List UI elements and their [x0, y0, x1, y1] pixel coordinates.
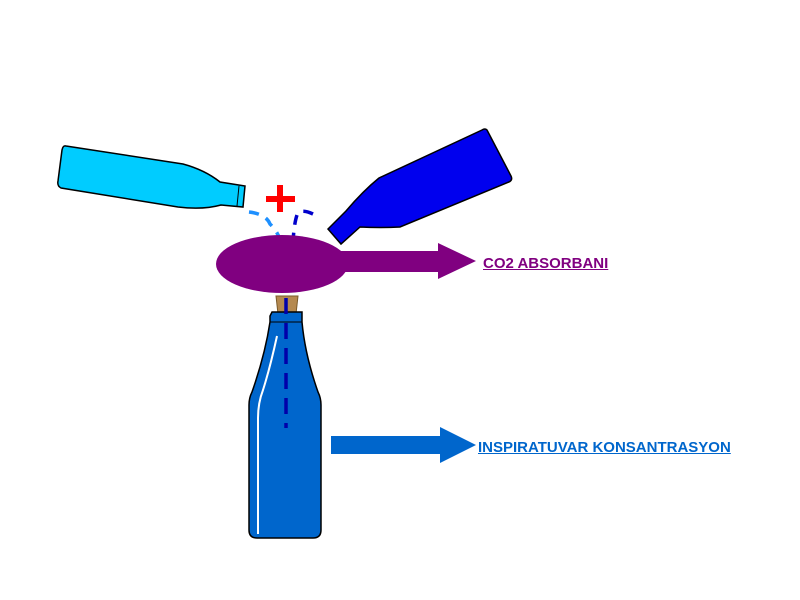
inspiratory-arrow: [331, 427, 476, 463]
co2-absorbent-ellipse: [216, 235, 348, 293]
co2-absorbent-label: CO2 ABSORBANI: [483, 255, 609, 272]
inspiratory-concentration-label: INSPIRATUVAR KONSANTRASYON: [478, 439, 731, 456]
light-blue-bottle: [57, 145, 246, 209]
dark-vapour-stream: [291, 209, 314, 243]
light-blue-bottle-lip: [236, 185, 240, 207]
dark-blue-bottle: [326, 128, 513, 246]
co2-arrow: [340, 243, 476, 279]
main-bottle-highlight: [257, 335, 278, 534]
plus-sign-icon: [266, 185, 295, 212]
